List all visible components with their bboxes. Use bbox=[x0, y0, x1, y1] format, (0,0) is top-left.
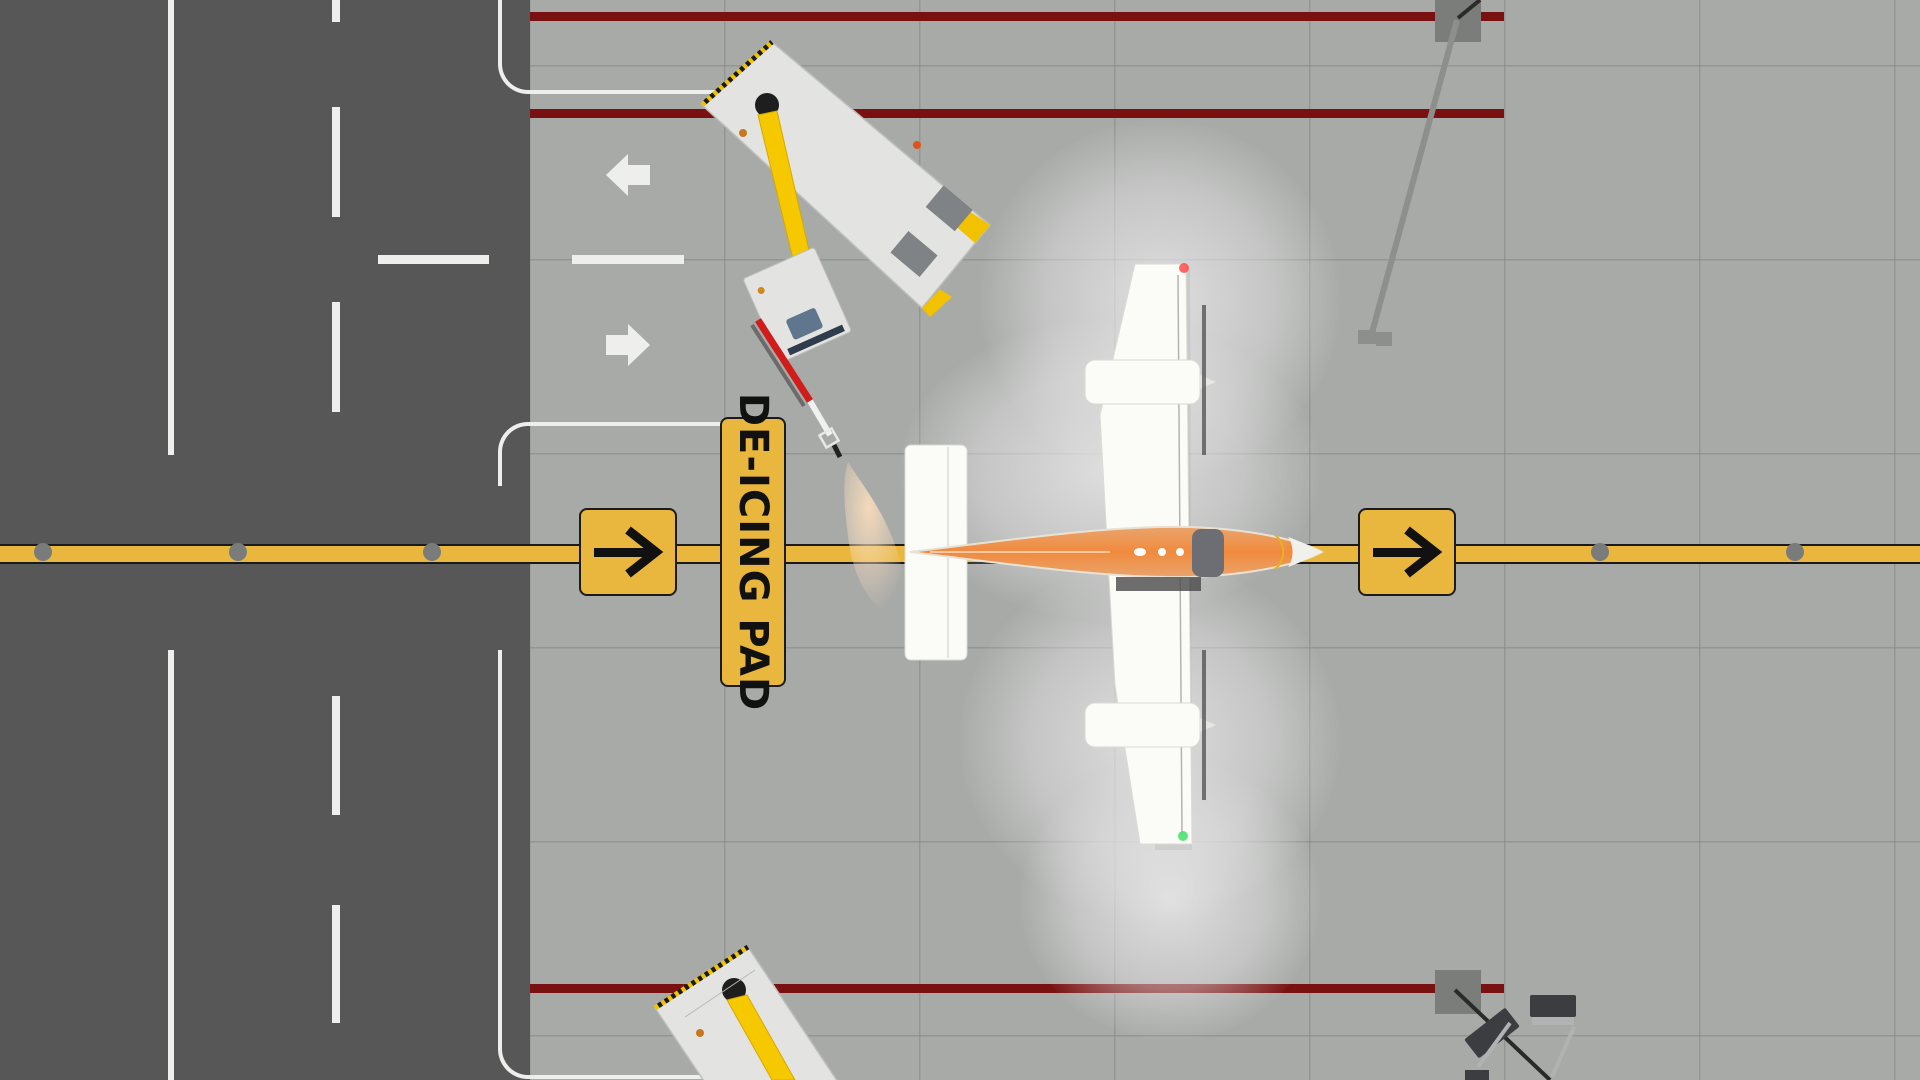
stop-bar-1 bbox=[530, 12, 1504, 21]
deicing-truck[interactable] bbox=[690, 35, 1010, 475]
stop-bar-3 bbox=[530, 984, 1504, 993]
deicing-pad-sign: DE-ICING PAD bbox=[720, 393, 786, 711]
runway-centerline-dash bbox=[332, 107, 340, 217]
deicing-truck[interactable] bbox=[640, 935, 880, 1080]
floodlight-fixture bbox=[1453, 988, 1576, 1080]
aircraft[interactable] bbox=[890, 255, 1340, 855]
runway-centerline-dash bbox=[332, 905, 340, 1023]
deicing-spray bbox=[844, 462, 906, 616]
taxiway-light bbox=[1591, 543, 1609, 561]
arrow-left-icon bbox=[606, 154, 650, 196]
taxiway-light bbox=[1786, 543, 1804, 561]
runway-edge-line-bottom bbox=[168, 650, 174, 1080]
runway-edge-line-top bbox=[168, 0, 174, 455]
taxiway-light bbox=[423, 543, 441, 561]
hold-line-dash bbox=[378, 255, 489, 264]
pad-boundary-curve-bottom bbox=[498, 650, 702, 1079]
runway-centerline-dash bbox=[332, 696, 340, 815]
taxiway-light bbox=[229, 543, 247, 561]
light-pole-shadow bbox=[1358, 0, 1482, 346]
direction-sign-right bbox=[1358, 508, 1456, 596]
pad-boundary-curve-mid bbox=[498, 422, 724, 486]
arrow-right-icon bbox=[606, 324, 650, 366]
arrow-right-icon bbox=[1373, 526, 1443, 578]
stop-bar-2 bbox=[530, 109, 1504, 118]
runway-centerline-dash bbox=[332, 302, 340, 412]
taxiway-light bbox=[34, 543, 52, 561]
runway-asphalt bbox=[0, 0, 530, 1080]
pad-boundary-curve-top bbox=[498, 0, 762, 94]
runway-centerline-dash bbox=[332, 0, 340, 22]
hold-line-dash bbox=[572, 255, 684, 264]
direction-sign-left bbox=[579, 508, 677, 596]
arrow-right-icon bbox=[594, 526, 664, 578]
